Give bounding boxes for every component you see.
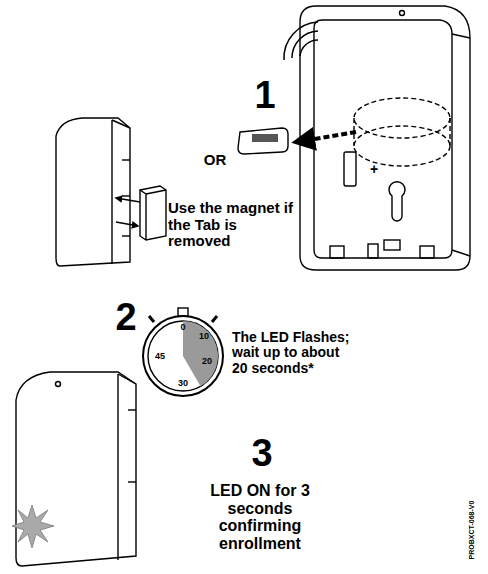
sensor-body — [56, 118, 130, 266]
instruction-text: The LED Flashes; wait up to about 20 sec… — [232, 330, 350, 376]
magnet — [140, 186, 166, 240]
instruction-text: LED ON for 3 seconds confirming enrollme… — [196, 482, 324, 552]
polarity-mark: + — [370, 162, 378, 177]
dial-number: 10 — [199, 332, 209, 342]
document-code: PROBXCT-068-V0 — [468, 501, 476, 560]
step-number: 1 — [254, 75, 275, 117]
step-number: 3 — [251, 433, 272, 475]
instruction-text: Use the magnet if the Tab is removed — [168, 200, 296, 250]
dial-number: 0 — [180, 323, 185, 333]
step-number: 2 — [115, 297, 136, 339]
or-label: OR — [204, 152, 227, 169]
dial-number: 20 — [202, 357, 212, 367]
dial-number: 30 — [178, 379, 188, 389]
led-burst — [12, 505, 54, 548]
stopwatch — [143, 308, 223, 396]
dial-number: 45 — [155, 352, 165, 362]
magnet-arrows — [116, 198, 140, 226]
pull-tab — [238, 128, 356, 154]
wireless-signal — [284, 22, 318, 60]
